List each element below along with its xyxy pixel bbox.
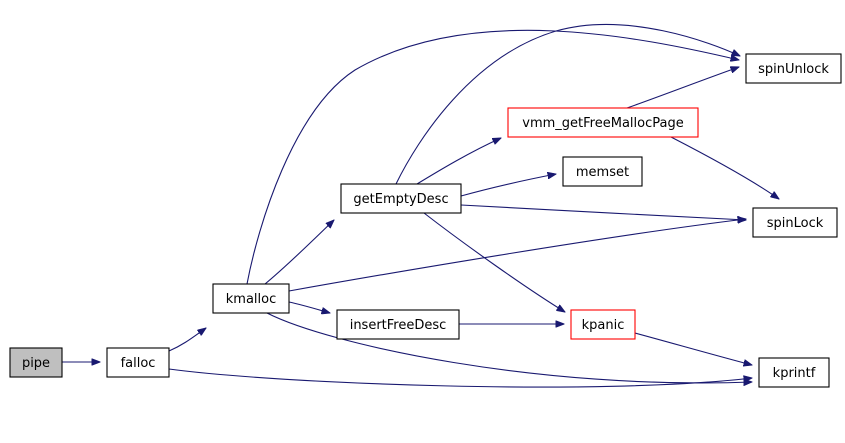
node-label-vmm_getFreeMallocPage: vmm_getFreeMallocPage — [522, 116, 683, 131]
node-box-pipe[interactable] — [9, 347, 63, 378]
node-kmalloc[interactable]: kmalloc — [212, 283, 290, 314]
edge-getEmptyDesc-to-spinUnlock — [395, 23, 740, 185]
node-kprintf[interactable]: kprintf — [758, 357, 830, 388]
edge-falloc-to-kprintf — [168, 368, 752, 388]
edge-kmalloc-to-insertFreeDesc — [288, 301, 330, 313]
node-label-insertFreeDesc: insertFreeDesc — [350, 318, 447, 333]
node-spinUnlock[interactable]: spinUnlock — [745, 53, 842, 84]
node-box-vmm_getFreeMallocPage[interactable] — [507, 107, 699, 138]
node-box-getEmptyDesc[interactable] — [340, 183, 462, 214]
node-spinLock[interactable]: spinLock — [752, 207, 838, 238]
node-label-pipe: pipe — [22, 356, 50, 371]
node-box-falloc[interactable] — [106, 347, 170, 378]
node-label-spinUnlock: spinUnlock — [758, 62, 829, 77]
edge-getEmptyDesc-to-memset — [460, 174, 556, 197]
node-box-kpanic[interactable] — [570, 309, 636, 340]
edge-kmalloc-to-kprintf — [266, 312, 752, 383]
node-box-kprintf[interactable] — [758, 357, 830, 388]
node-falloc[interactable]: falloc — [106, 347, 170, 378]
edge-vmm_getFreeMallocPage-to-spinLock — [670, 136, 779, 199]
node-insertFreeDesc[interactable]: insertFreeDesc — [336, 309, 460, 340]
edge-falloc-to-kmalloc — [168, 328, 206, 352]
edge-vmm_getFreeMallocPage-to-spinUnlock — [626, 67, 739, 109]
edge-kmalloc-to-spinLock — [288, 219, 746, 292]
node-getEmptyDesc[interactable]: getEmptyDesc — [340, 183, 462, 214]
node-box-kmalloc[interactable] — [212, 283, 290, 314]
node-label-falloc: falloc — [121, 356, 156, 371]
node-label-kpanic: kpanic — [582, 318, 625, 333]
node-label-getEmptyDesc: getEmptyDesc — [353, 192, 448, 207]
node-memset[interactable]: memset — [562, 156, 643, 187]
node-kpanic[interactable]: kpanic — [570, 309, 636, 340]
node-label-kmalloc: kmalloc — [226, 292, 276, 307]
edge-kmalloc-to-spinUnlock — [246, 29, 739, 285]
edge-getEmptyDesc-to-vmm_getFreeMallocPage — [416, 138, 501, 185]
edges-layer — [62, 23, 779, 388]
edge-kpanic-to-kprintf — [634, 332, 752, 365]
edge-kmalloc-to-getEmptyDesc — [264, 220, 334, 285]
node-label-kprintf: kprintf — [773, 366, 816, 381]
node-label-spinLock: spinLock — [767, 216, 824, 231]
node-label-memset: memset — [576, 165, 629, 180]
node-box-spinLock[interactable] — [752, 207, 838, 238]
node-box-spinUnlock[interactable] — [745, 53, 842, 84]
node-box-insertFreeDesc[interactable] — [336, 309, 460, 340]
node-pipe[interactable]: pipe — [9, 347, 63, 378]
edge-getEmptyDesc-to-kpanic — [423, 212, 565, 312]
nodes-layer: pipe falloc kmalloc getEmptyDesc insertFreeD… — [9, 53, 842, 388]
node-vmm_getFreeMallocPage[interactable]: vmm_getFreeMallocPage — [507, 107, 699, 138]
node-box-memset[interactable] — [562, 156, 643, 187]
edge-getEmptyDesc-to-spinLock — [460, 204, 746, 220]
